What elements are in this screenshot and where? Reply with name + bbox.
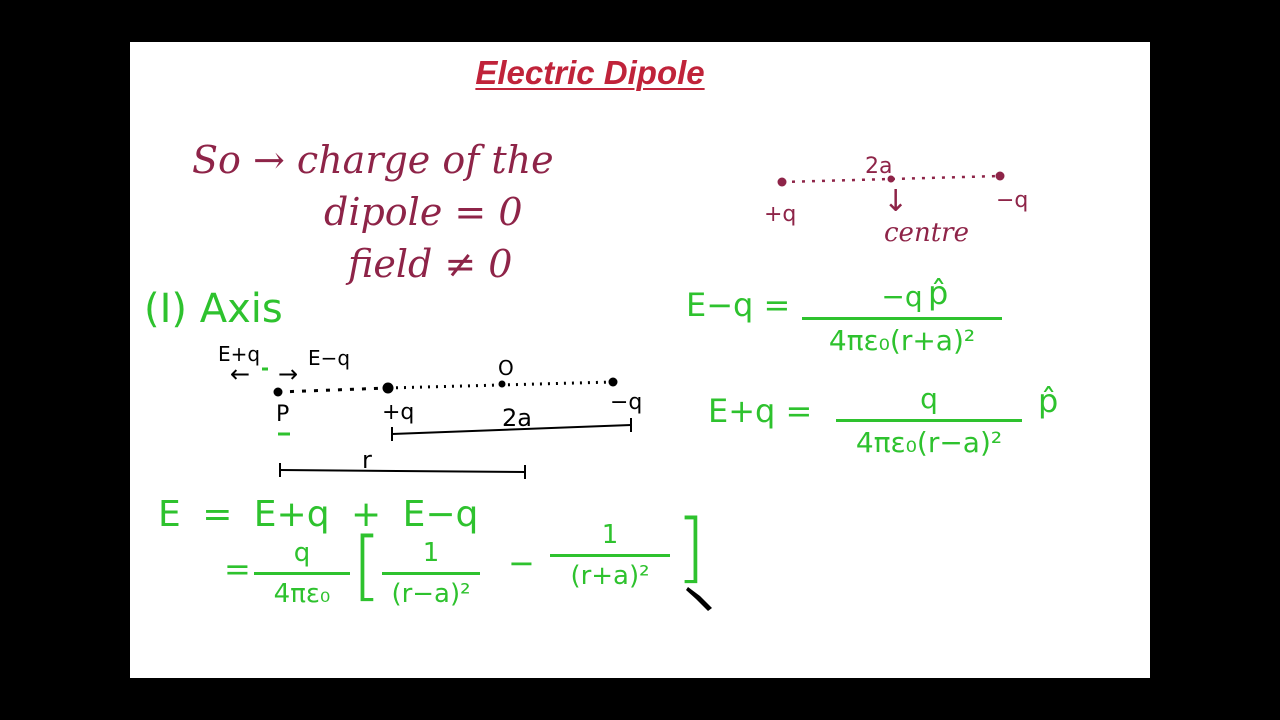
dipole-sketch — [777, 171, 1005, 187]
e-plus-numerator: q — [920, 382, 938, 415]
bracket-open: [ — [352, 520, 382, 609]
term1-fraction: 1 (r−a)² — [382, 538, 480, 609]
dipole-minus-charge — [995, 171, 1005, 181]
centre-label: centre — [884, 218, 969, 248]
term1-numerator: 1 — [422, 538, 440, 568]
term2-denominator: (r+a)² — [570, 561, 650, 591]
dipole-plus-label: +q — [764, 202, 797, 227]
fraction-bar — [836, 419, 1022, 422]
dipole-plus-charge — [777, 177, 787, 187]
term2-numerator: 1 — [601, 520, 619, 550]
expanded-equals: = — [224, 550, 251, 588]
point-p-label: P — [276, 402, 290, 427]
e-plus-lhs: E+q = — [708, 392, 813, 430]
axis-plus-label: +q — [382, 400, 415, 425]
term1-denominator: (r−a)² — [391, 579, 471, 609]
pen-cursor-icon — [686, 587, 712, 611]
note-dipole-zero: dipole = 0 — [324, 190, 523, 234]
fraction-bar — [550, 554, 670, 557]
dipole-minus-label: −q — [996, 188, 1029, 213]
section-heading-axis: (I) Axis — [144, 286, 283, 332]
dipole-centre-point — [887, 175, 895, 183]
axis-distance-label: r — [362, 446, 372, 474]
e-minus-label: E−q — [308, 346, 351, 370]
page-title: Electric Dipole — [475, 54, 705, 91]
whiteboard: Electric Dipole So → charge of the dipol… — [130, 42, 1150, 678]
centre-arrow-icon: ↓ — [883, 184, 909, 219]
axis-origin-point — [498, 380, 506, 388]
bracket-close: ] — [676, 502, 706, 591]
axis-separation-label: 2a — [502, 404, 532, 432]
unit-vector-p: p̂ — [1038, 382, 1059, 420]
note-field-nonzero: field ≠ 0 — [348, 242, 513, 286]
axis-plus-charge — [382, 382, 394, 394]
coefficient-fraction: q 4πε₀ — [254, 538, 350, 609]
fraction-bar — [802, 317, 1002, 320]
unit-vector-p: p̂ — [928, 274, 949, 312]
e-minus-denominator: 4πε₀(r+a)² — [828, 324, 976, 357]
e-minus-arrow-icon: → — [278, 360, 299, 388]
fraction-bar — [382, 572, 480, 575]
fraction-bar — [254, 572, 350, 575]
e-minus-fraction: −q 4πε₀(r+a)² — [802, 280, 1002, 357]
point-p — [273, 387, 283, 397]
e-plus-denominator: 4πε₀(r−a)² — [855, 426, 1003, 459]
note-charge: So → charge of the — [192, 138, 554, 182]
axis-minus-charge — [608, 377, 618, 387]
term2-fraction: 1 (r+a)² — [550, 520, 670, 591]
expanded-minus: − — [508, 544, 535, 582]
e-minus-numerator: −q — [881, 280, 923, 313]
e-minus-lhs: E−q = — [686, 286, 791, 324]
axis-minus-label: −q — [610, 390, 643, 415]
axis-origin-label: O — [498, 356, 514, 380]
e-plus-label: E+q — [218, 342, 261, 366]
coefficient-numerator: q — [293, 538, 311, 568]
net-field-sum: E = E+q + E−q — [158, 494, 479, 535]
dipole-separation-label: 2a — [865, 154, 893, 179]
coefficient-denominator: 4πε₀ — [273, 579, 331, 609]
axis-diagram — [262, 367, 632, 479]
e-plus-arrow-icon: ← — [230, 360, 251, 388]
e-plus-fraction: q 4πε₀(r−a)² — [836, 382, 1022, 459]
